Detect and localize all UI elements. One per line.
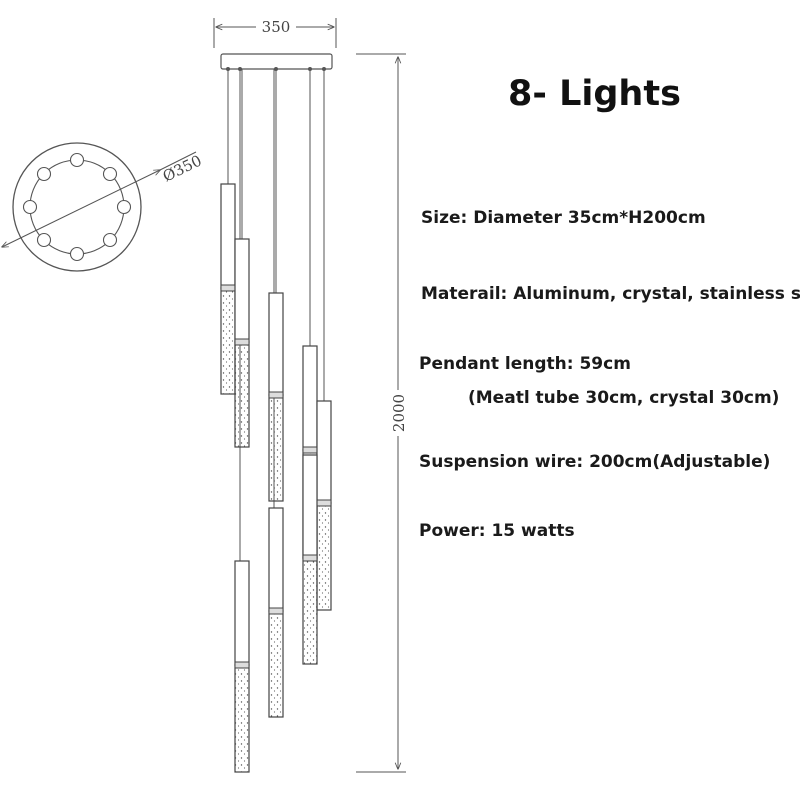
width-label: 350 <box>262 18 291 36</box>
pendant-light <box>302 454 318 665</box>
spec-material: Materail: Aluminum, crystal, stainless s… <box>421 284 800 304</box>
spec-size: Size: Diameter 35cm*H200cm <box>421 208 706 228</box>
pendant-light <box>234 238 250 448</box>
pendant-light <box>220 183 236 395</box>
spec-suspension: Suspension wire: 200cm(Adjustable) <box>419 452 771 472</box>
spec-power: Power: 15 watts <box>419 521 575 541</box>
pendant-light <box>234 560 250 773</box>
height-label: 2000 <box>390 394 408 432</box>
spec-pendant-length: Pendant length: 59cm <box>419 354 631 374</box>
pendant-light <box>268 507 284 718</box>
page-title: 8- Lights <box>508 74 681 114</box>
canopy-top-view <box>2 142 197 272</box>
pendant-light <box>268 292 284 502</box>
ceiling-canopy <box>220 53 333 70</box>
spec-pendant-detail: (Meatl tube 30cm, crystal 30cm) <box>468 388 780 408</box>
suspension-wires <box>227 69 325 561</box>
diameter-label: Ø350 <box>160 151 205 185</box>
pendant-light <box>316 400 332 611</box>
